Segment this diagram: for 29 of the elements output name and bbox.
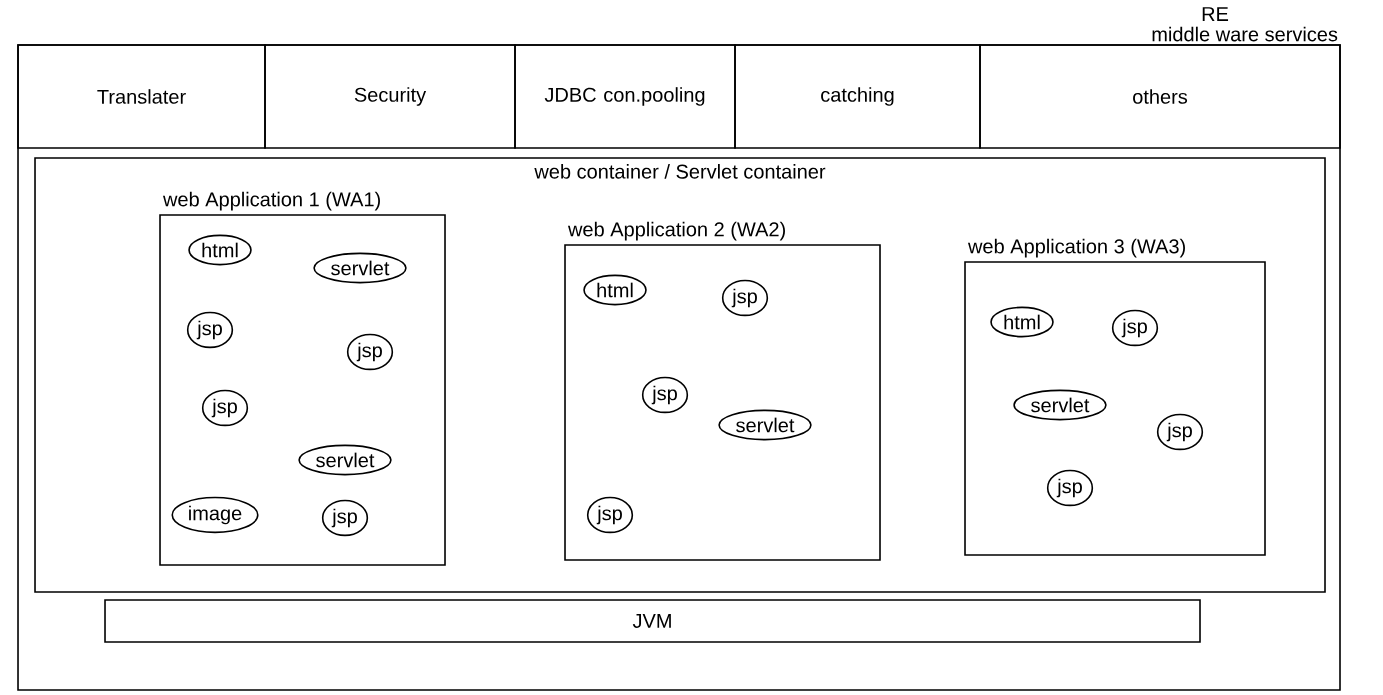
node-label: web Application 1 (WA1)	[162, 191, 380, 211]
component-oval: jsp	[586, 496, 634, 534]
component-oval: image	[171, 496, 259, 534]
note-label: RE	[1202, 7, 1229, 21]
service-cell: others	[979, 44, 1341, 149]
node-label: web Application 3 (WA3)	[967, 238, 1185, 258]
component-oval: jsp	[1046, 469, 1094, 507]
service-cell: JDBC con.pooling	[514, 44, 736, 149]
component-oval: servlet	[313, 252, 407, 284]
component-oval: jsp	[1111, 309, 1159, 347]
component-oval: jsp	[201, 389, 249, 427]
component-oval: jsp	[346, 333, 394, 371]
node-label: web Application 2 (WA2)	[567, 221, 785, 241]
jvm-band: JVM	[104, 599, 1201, 643]
service-cell: Security	[264, 44, 516, 149]
component-oval: servlet	[298, 444, 392, 476]
component-oval: jsp	[186, 311, 234, 349]
component-oval: html	[990, 306, 1054, 338]
component-oval: servlet	[1013, 389, 1107, 421]
service-cell: Translater	[17, 44, 266, 149]
service-cell: catching	[734, 44, 981, 149]
component-oval: html	[583, 274, 647, 306]
node-label: middle ware services	[1152, 26, 1338, 42]
component-oval: jsp	[321, 499, 369, 537]
component-oval: jsp	[1156, 413, 1204, 451]
component-oval: html	[188, 234, 252, 266]
component-oval: jsp	[641, 376, 689, 414]
component-oval: servlet	[718, 409, 812, 441]
component-oval: jsp	[721, 279, 769, 317]
